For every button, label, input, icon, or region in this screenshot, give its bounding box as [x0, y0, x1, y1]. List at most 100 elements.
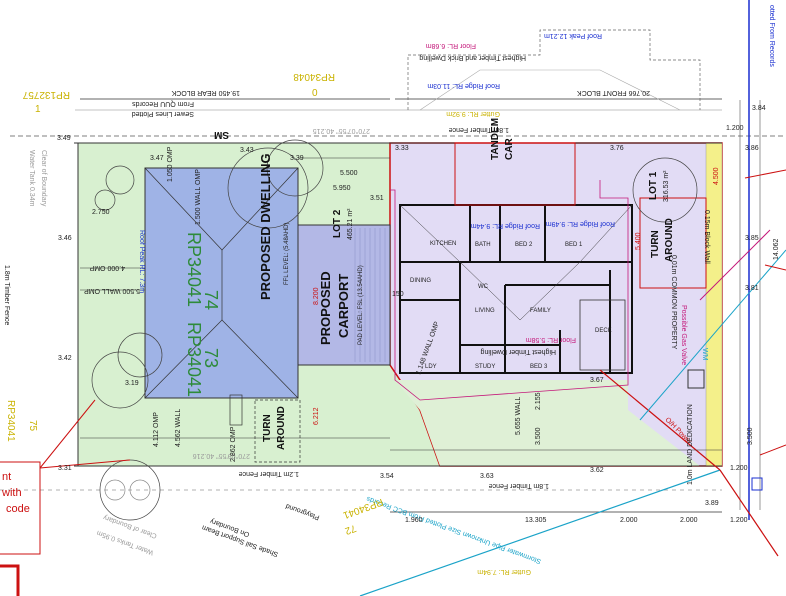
dim-3-46: 3.46 [58, 235, 72, 242]
lot1-label: LOT 1 [648, 171, 659, 200]
gas-valve-text: Possible Gas Valve [680, 305, 687, 365]
tandem-car-area [454, 142, 576, 206]
room-bed3: BED 3 [530, 364, 548, 370]
lot1-area: 316.53 m² [663, 170, 670, 202]
water-tank-top: Water Tank 0.34m [28, 150, 35, 207]
dim-14062: 14.062 [773, 238, 780, 260]
note-fragment-code: code [6, 503, 30, 515]
dim-1200-right: 1.200 [730, 465, 748, 472]
tandem-label-1: TANDEM [490, 118, 501, 160]
arrow-right-mid [764, 264, 786, 271]
omp-top-2: 1.500 WALL OMP [195, 169, 202, 225]
proposed-carport [297, 224, 391, 366]
dim-13305: 13.305 [525, 517, 547, 524]
dim-3-19: 3.19 [125, 380, 139, 387]
dim-4500: 4.500 [713, 167, 720, 185]
rear-block-dim: 19.450 REAR BLOCK [171, 89, 240, 96]
dim-5400: 5.400 [635, 232, 642, 250]
dim-5500: 5.500 [340, 170, 358, 177]
gutter-top: Gutter RL: 9.92m [446, 110, 500, 117]
dim-2000-b: 2.000 [680, 517, 698, 524]
dim-3-49: 3.49 [57, 135, 71, 142]
omp-top: 1.050 OMP [167, 146, 174, 182]
lot2-area: 465.21 m² [347, 208, 354, 240]
omp-bottom: 4.112 OMP [153, 412, 160, 447]
dim-3-39: 3.39 [290, 155, 304, 162]
rp-left-bottom: RP34041 [5, 400, 16, 442]
bearing-top: 270°07'55" 40.215 [313, 127, 370, 135]
note-fragment-with: with [1, 487, 22, 499]
dimension-ticks [80, 157, 722, 451]
dim-3-33: 3.33 [395, 145, 409, 152]
dim-3-47: 3.47 [150, 155, 164, 162]
room-family: FAMILY [530, 308, 551, 314]
water-tanks [104, 479, 151, 501]
highest-timber-dwelling: Highest Timber Dwelling [480, 348, 556, 355]
turn-around-right-1: TURN [650, 230, 661, 258]
dim-3-67: 3.67 [590, 377, 604, 384]
lot-1-top: 1 [35, 104, 41, 115]
dwelling-roof-lower [144, 319, 299, 399]
stormwater-text: Stormwater Pipe Unknown Size Plotted Fro… [365, 494, 542, 564]
dim-1960: 1.960 [405, 517, 423, 524]
front-yard [395, 380, 700, 466]
diagonal-cyan [699, 229, 771, 301]
room-kitchen: KITCHEN [430, 241, 456, 247]
sewer-lines-text: Sewer Lines Plotted [132, 110, 194, 117]
playground-text: Playground [285, 502, 321, 521]
omp-bottom-2: 2.862 OMP [230, 426, 237, 462]
callout-leader-2 [39, 399, 96, 469]
room-dining: DINING [410, 278, 431, 284]
stormwater-pipe [359, 469, 721, 596]
roof-peak-left: Roof Peak RL: 7.3m [138, 230, 145, 293]
dim-3-89: 3.89 [705, 500, 719, 507]
turn-around-left-1: TURN [262, 414, 273, 442]
highest-timber-brick: Highest Timber and Brick Dwelling [419, 54, 526, 61]
rp-left-top: RP132757 [22, 89, 70, 100]
room-bath: BATH [475, 242, 491, 248]
lot-73-number: 73 [201, 348, 221, 368]
carport-hatch [354, 228, 386, 362]
floor-rl-top: Floor RL: 6.68m [426, 42, 476, 49]
callout-leader-1 [39, 459, 131, 469]
dim-3-81: 3.81 [745, 285, 759, 292]
timber-fence-bottom-right: 1.8m Timber Fence [489, 482, 549, 489]
room-wc: WC [478, 284, 489, 290]
dim-3-43: 3.43 [240, 147, 254, 154]
dim-3-42-left: 3.42 [58, 355, 72, 362]
sm-marker: SM [214, 129, 229, 140]
dim-2155: 2.155 [535, 392, 542, 410]
oh-power-line [599, 369, 721, 471]
dim-1200-top: 1.200 [726, 125, 744, 132]
lot-0-top: 0 [312, 88, 318, 99]
dwelling-ffl: FFL LEVEL: (5.48AHD) [284, 223, 290, 285]
dim-3-62: 3.62 [590, 467, 604, 474]
roof-ridge-lot2: Roof Ridge RL: 9.49m [546, 220, 615, 227]
omp-left: 4.000 OMP [89, 264, 125, 271]
wm-text: WM [701, 348, 708, 361]
front-block-dim: 20.766 FRONT BLOCK [577, 89, 650, 96]
lot-73-rp: RP34041 [184, 322, 204, 397]
roof-hip-1 [399, 204, 461, 263]
shade-sail-post [229, 394, 243, 426]
roof-ridge-mid: Roof Ridge RL: 9.44m [471, 222, 540, 229]
note-callout-box [0, 461, 41, 555]
neighbour-roof-outline [419, 69, 681, 111]
quu-records-text: From QUU Records [132, 100, 194, 107]
dim-3-76: 3.76 [610, 145, 624, 152]
oh-power-line-2 [719, 469, 779, 557]
note-fragment-nt: nt [2, 471, 11, 483]
rp-top: RP34048 [293, 71, 335, 82]
room-bed1: BED 1 [565, 242, 583, 248]
rp-bottom: RP34041 [341, 496, 384, 521]
gutter-bottom: Gutter RL: 7.94m [477, 568, 531, 575]
dim-2750: 2.750 [92, 209, 110, 216]
floor-plan-walls [399, 204, 633, 374]
land-dedication-text: 1.0m LAND DEDICATION [687, 404, 694, 485]
dim-150: 150 [392, 291, 404, 298]
lot-74-rp: RP34041 [184, 232, 204, 307]
gas-line [639, 249, 786, 421]
block-wall-text: 0.15m Block Wall [703, 210, 710, 264]
